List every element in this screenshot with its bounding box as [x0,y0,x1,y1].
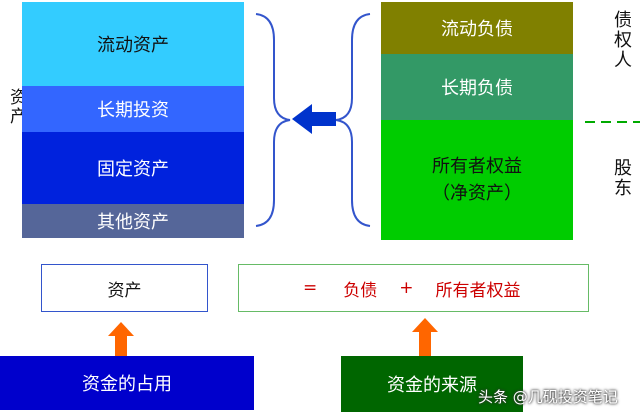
other-assets-block: 其他资产 [22,204,244,238]
orange-up-arrows [108,318,438,356]
up-arrow-icon [108,322,134,356]
left-brace [255,13,291,227]
long-term-investment-block: 长期投资 [22,86,244,132]
equation-liabilities-text: 负债 [343,280,378,301]
long-term-liabilities-label: 长期负债 [441,78,513,99]
net-assets-label: （净资产） [432,183,522,204]
assets-side-label: 资产 [6,88,26,126]
fund-usage-box: 资金的占用 [0,356,254,410]
shareholders-side-label: 股东 [611,158,632,198]
left-arrow-icon [292,104,336,134]
equation-liabilities-equity-box: = 负债 + 所有者权益 [238,264,589,312]
current-assets-block: 流动资产 [22,2,244,86]
fund-source-box: 资金的来源 [341,356,523,412]
watermark: 头条 @几砚投资笔记 [478,388,618,406]
current-liabilities-block: 流动负债 [381,2,573,54]
right-brace [335,13,371,227]
up-arrow-icon [412,318,438,356]
plus-sign: + [399,278,414,298]
long-term-investment-label: 长期投资 [97,100,169,121]
fixed-assets-label: 固定资产 [97,159,169,180]
equation-assets-box: 资产 [41,264,208,312]
creditors-side-label: 债权人 [611,10,632,70]
equals-sign: = [303,278,318,298]
other-assets-label: 其他资产 [97,212,169,233]
fund-usage-label: 资金的占用 [82,374,172,395]
fixed-assets-block: 固定资产 [22,132,244,204]
long-term-liabilities-block: 长期负债 [381,54,573,120]
current-liabilities-label: 流动负债 [441,19,513,40]
equation-equity-text: 所有者权益 [435,280,521,301]
owners-equity-block: 所有者权益 （净资产） [381,120,573,240]
owners-equity-label: 所有者权益 [432,156,522,177]
equation-assets-text: 资产 [107,280,142,301]
current-assets-label: 流动资产 [97,35,169,56]
fund-source-label: 资金的来源 [387,375,477,396]
